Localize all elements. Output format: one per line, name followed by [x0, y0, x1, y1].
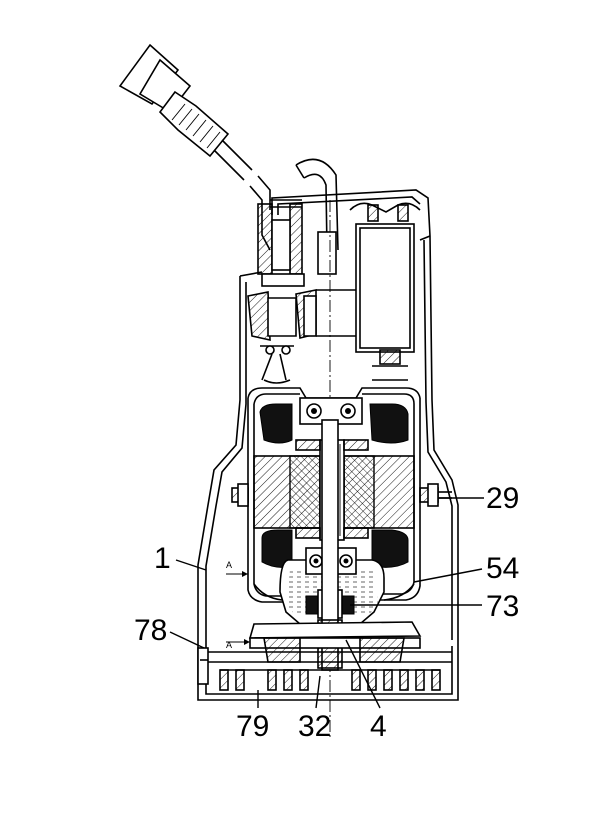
switch-housing [271, 189, 431, 381]
section-label-a-lower: A [226, 640, 232, 650]
stator-core [253, 455, 415, 529]
strainer-slots [219, 669, 441, 691]
cable-gland [247, 199, 356, 384]
pump-base [197, 640, 459, 701]
callout-54: 54 [486, 552, 519, 585]
section-mark-lower: A [226, 639, 250, 650]
callout-32: 32 [298, 710, 331, 743]
section-mark-upper: A [226, 560, 248, 577]
callout-4: 4 [370, 710, 387, 743]
callout-79: 79 [236, 710, 269, 743]
power-plug [94, 32, 230, 158]
callout-leaders [169, 497, 484, 709]
callout-78: 78 [134, 614, 167, 647]
callout-29: 29 [486, 482, 519, 515]
callout-1: 1 [154, 542, 171, 575]
section-label-a-upper: A [226, 560, 232, 570]
stator-windings [259, 403, 409, 568]
housing-screw-right [419, 483, 452, 507]
housing-screw-left [231, 483, 249, 507]
callout-73: 73 [486, 590, 519, 623]
plug-grip-ridges [171, 103, 221, 149]
outlet-handle [295, 158, 339, 251]
outer-shell [197, 235, 459, 680]
impeller [248, 621, 422, 663]
